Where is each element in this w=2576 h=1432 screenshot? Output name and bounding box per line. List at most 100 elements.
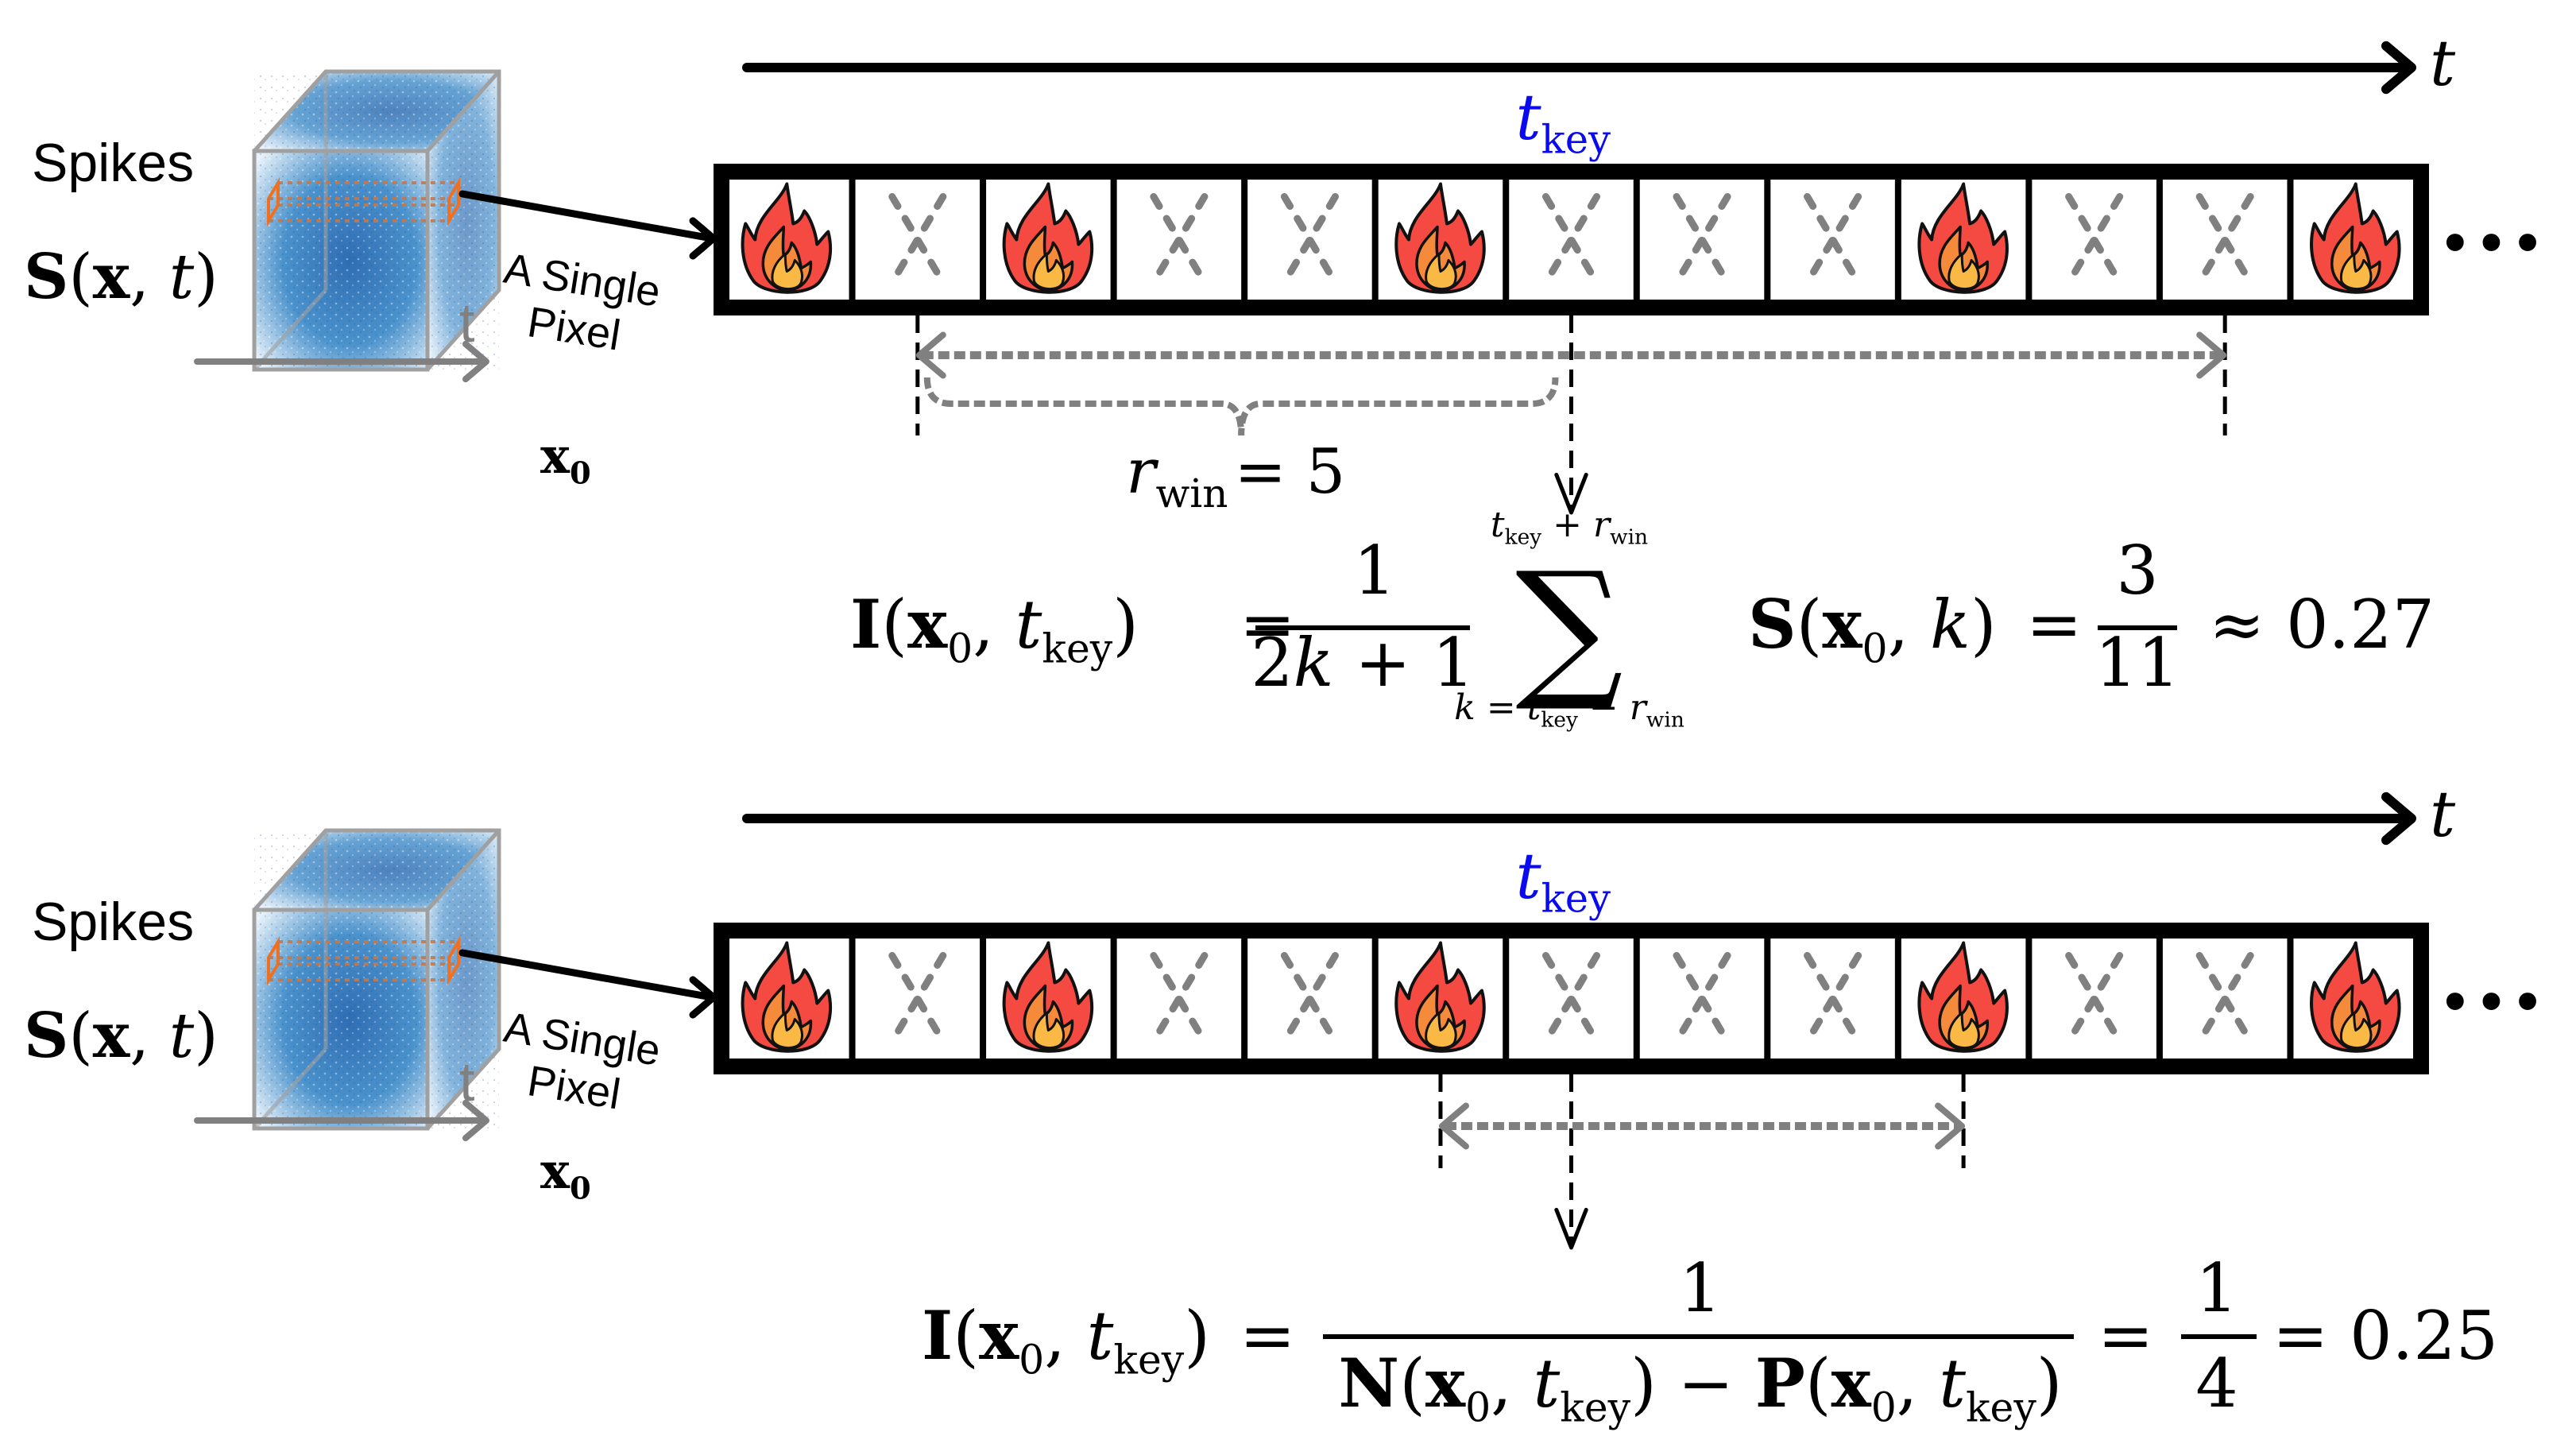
math-token: 0	[1465, 1384, 1491, 1430]
math-token: ∑	[1515, 540, 1623, 715]
math-token: r	[1630, 687, 1649, 728]
cube-time-label: t	[459, 292, 474, 354]
signal-label: S(x, t)	[24, 1000, 219, 1072]
math-token: P	[1755, 1344, 1805, 1422]
math-token: 11	[2095, 624, 2180, 702]
math-token: (	[1399, 1345, 1425, 1422]
math-token: 0	[1871, 1384, 1897, 1430]
sum-upper-limit: tkey + rwin	[1491, 505, 1648, 550]
key-down-arrowhead	[1554, 472, 1588, 515]
paren: )	[194, 242, 218, 313]
math-token: k	[1454, 687, 1476, 728]
key-time-label-sub: key	[1541, 876, 1611, 922]
formula-lhs: I(x0, tkey)	[922, 1296, 1210, 1383]
math-token: 0	[947, 625, 973, 671]
timeline-arrowhead	[2381, 41, 2416, 95]
pixel-tube-end	[447, 176, 460, 227]
pixel-coord-label-base: x	[540, 1142, 571, 1200]
paren: (	[68, 1000, 92, 1072]
math-token: x	[1831, 1344, 1872, 1422]
math-token: t	[1015, 586, 1042, 664]
radius-var: r	[1126, 436, 1159, 508]
math-token: x	[1425, 1344, 1466, 1422]
summand: S(x0, k)	[1748, 585, 1997, 671]
math-token: key	[1560, 1384, 1630, 1430]
math-token: ,	[1044, 1297, 1086, 1375]
math-token: x	[907, 585, 948, 664]
x-symbol: x	[93, 241, 131, 313]
math-token: )	[1184, 1297, 1210, 1375]
summation-symbol: ∑	[1515, 540, 1623, 715]
equals-sign: =	[2026, 586, 2082, 664]
math-token: )	[2036, 1345, 2063, 1422]
math-token: win	[1610, 525, 1648, 550]
continuation-ellipsis: •••	[2439, 973, 2548, 1031]
frac2-denominator: 11	[2095, 624, 2180, 702]
math-token: (	[1797, 586, 1823, 664]
cube-edge	[426, 70, 501, 153]
equals-sign: =	[1240, 586, 1295, 664]
signal-label: S(x, t)	[24, 241, 219, 313]
paren: )	[194, 1000, 218, 1072]
comma: ,	[130, 242, 169, 313]
math-token: ) −	[1630, 1345, 1755, 1422]
spike-cube	[252, 69, 501, 372]
math-token: key	[1113, 1336, 1184, 1383]
equals-sign: =	[1240, 1297, 1295, 1375]
pixel-coord-label-base: x	[540, 427, 571, 485]
frac1-denominator: 2k + 1	[1251, 624, 1475, 702]
pixel-to-strip-arrow	[458, 190, 716, 242]
cube-edge	[426, 829, 501, 911]
window-span-left-head	[1438, 1102, 1469, 1150]
math-token: ,	[1897, 1345, 1939, 1422]
pixel-coord-label-sub: 0	[570, 456, 591, 492]
frac2-numerator: 3	[2116, 532, 2158, 610]
math-token: 1	[1353, 532, 1395, 610]
math-token: k	[1930, 586, 1971, 664]
math-token: −	[1578, 687, 1630, 728]
math-token: + 1	[1334, 624, 1475, 702]
math-token: key	[1966, 1384, 2036, 1430]
comma: ,	[130, 1000, 169, 1072]
math-token: t	[1491, 505, 1505, 545]
math-token: ≈ 0.27	[2209, 586, 2435, 664]
math-token: 0	[1862, 625, 1888, 671]
spike-cube	[252, 828, 501, 1131]
math-token: =	[1240, 1297, 1295, 1375]
signal-symbol: S	[24, 1000, 68, 1072]
math-token: =	[1240, 586, 1295, 664]
spike-train-strip	[714, 164, 2429, 315]
math-token: key	[1042, 625, 1112, 671]
math-token: key	[1541, 708, 1578, 733]
math-token: 1	[2195, 1249, 2238, 1327]
spikes-label: Spikes	[32, 133, 194, 193]
key-time-label-sub: key	[1541, 117, 1611, 163]
formula-result: ≈ 0.27	[2209, 586, 2435, 664]
frac2-numerator: 1	[2195, 1249, 2238, 1327]
math-token: 2	[1251, 624, 1293, 702]
cube-front-edge	[252, 908, 430, 1131]
math-token: key	[1505, 525, 1542, 550]
continuation-ellipsis: •••	[2439, 215, 2548, 273]
key-time-label: tkey	[1516, 80, 1611, 163]
window-span-right-head	[2196, 331, 2227, 379]
timeline-arrowhead	[2381, 791, 2416, 846]
math-token: x	[979, 1296, 1019, 1375]
math-token: ,	[1491, 1345, 1533, 1422]
frac1-numerator: 1	[1353, 532, 1395, 610]
math-token: )	[1971, 586, 1997, 664]
frac2-denominator: 4	[2195, 1345, 2238, 1422]
math-token: (	[881, 586, 907, 664]
pixel-tube-end	[447, 935, 460, 986]
math-token: I	[850, 585, 881, 664]
math-token: 0	[1019, 1336, 1044, 1383]
timeline-label: t	[2430, 777, 2456, 851]
paren: (	[68, 242, 92, 313]
math-token: S	[1748, 585, 1797, 664]
math-token: +	[1541, 505, 1593, 545]
key-time-label-base: t	[1516, 80, 1542, 154]
